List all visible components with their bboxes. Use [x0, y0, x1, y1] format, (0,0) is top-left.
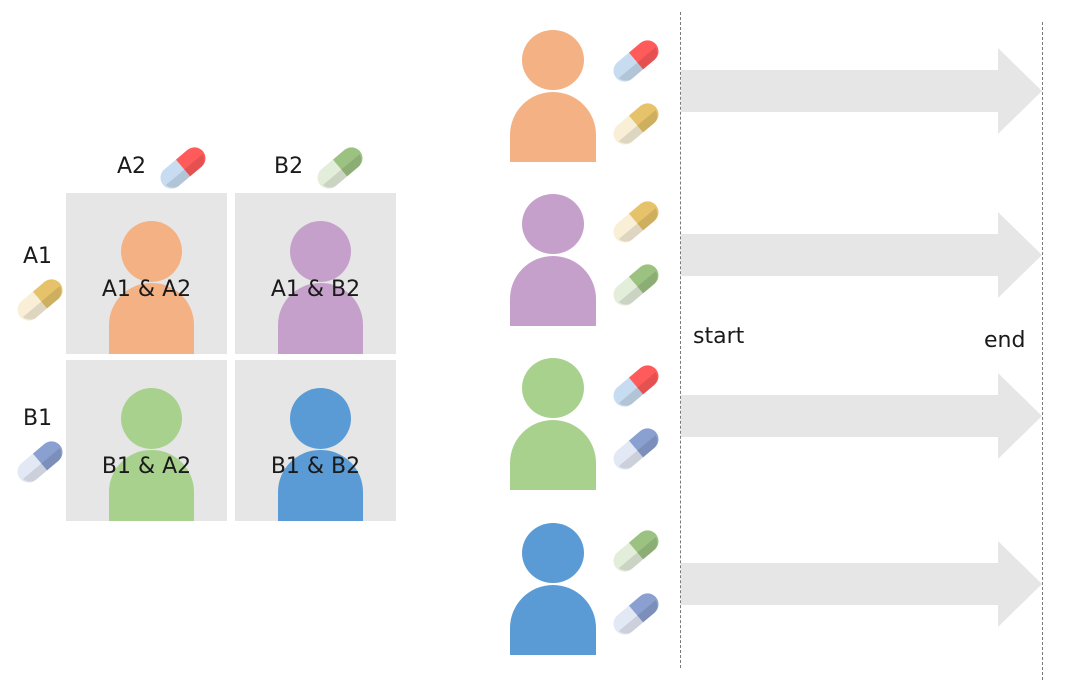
pill-row3-bottom [608, 586, 664, 642]
pill-icon-yellow [613, 201, 659, 243]
pill-b2-col [312, 140, 368, 196]
person-head [121, 221, 182, 282]
person-blue [510, 523, 596, 655]
person-head [522, 30, 584, 90]
pill-row1-bottom [608, 257, 664, 313]
pill-icon-yellow [17, 279, 63, 321]
person-body [510, 256, 596, 326]
pill-row2-bottom [608, 421, 664, 477]
person-head [522, 358, 584, 418]
pill-icon-red [613, 365, 659, 407]
start-label: start [693, 324, 745, 349]
pill-row0-top [608, 33, 664, 89]
pill-icon-green [317, 147, 363, 189]
timeline-arrow [681, 48, 1042, 134]
person-purple [510, 194, 596, 326]
pill-icon-red [160, 147, 206, 189]
cell-label: B1 & A2 [101, 454, 192, 479]
person-body [510, 585, 596, 655]
grid-cell-b1-b2: B1 & B2 [235, 360, 396, 521]
pill-icon-blue [613, 428, 659, 470]
person-green [510, 358, 596, 490]
person-body [510, 92, 596, 162]
row-label-b1: B1 [23, 406, 53, 431]
pill-row1-top [608, 194, 664, 250]
end-label: end [984, 328, 1026, 353]
col-label-a2: A2 [117, 154, 147, 179]
grid-cell-a1-b2: A1 & B2 [235, 193, 396, 354]
end-line [1042, 22, 1043, 680]
pill-icon-blue [17, 441, 63, 483]
pill-a1-row [12, 272, 68, 328]
pill-icon-red [613, 40, 659, 82]
pill-row0-bottom [608, 96, 664, 152]
person-head [522, 194, 584, 254]
person-body [109, 450, 194, 521]
pill-icon-yellow [613, 103, 659, 145]
person-body [278, 283, 363, 354]
person-body [510, 420, 596, 490]
pill-icon-blue [613, 593, 659, 635]
row-label-a1: A1 [23, 244, 53, 269]
person-head [290, 221, 351, 282]
person-head [121, 388, 182, 449]
grid-cell-b1-a2: B1 & A2 [66, 360, 227, 521]
person-orange [510, 30, 596, 162]
pill-row3-top [608, 523, 664, 579]
timeline-arrow [681, 212, 1042, 298]
start-line [680, 12, 681, 668]
timeline-arrow [681, 541, 1042, 627]
pill-b1-row [12, 434, 68, 490]
timeline-arrow [681, 373, 1042, 459]
person-head [522, 523, 584, 583]
pill-icon-green [613, 530, 659, 572]
cell-label: A1 & A2 [101, 277, 192, 302]
pill-a2-col [155, 140, 211, 196]
person-body [278, 450, 363, 521]
col-label-b2: B2 [274, 154, 304, 179]
pill-icon-green [613, 264, 659, 306]
cell-label: B1 & B2 [270, 454, 361, 479]
grid-cell-a1-a2: A1 & A2 [66, 193, 227, 354]
person-head [290, 388, 351, 449]
cell-label: A1 & B2 [270, 277, 361, 302]
pill-row2-top [608, 358, 664, 414]
person-body [109, 283, 194, 354]
